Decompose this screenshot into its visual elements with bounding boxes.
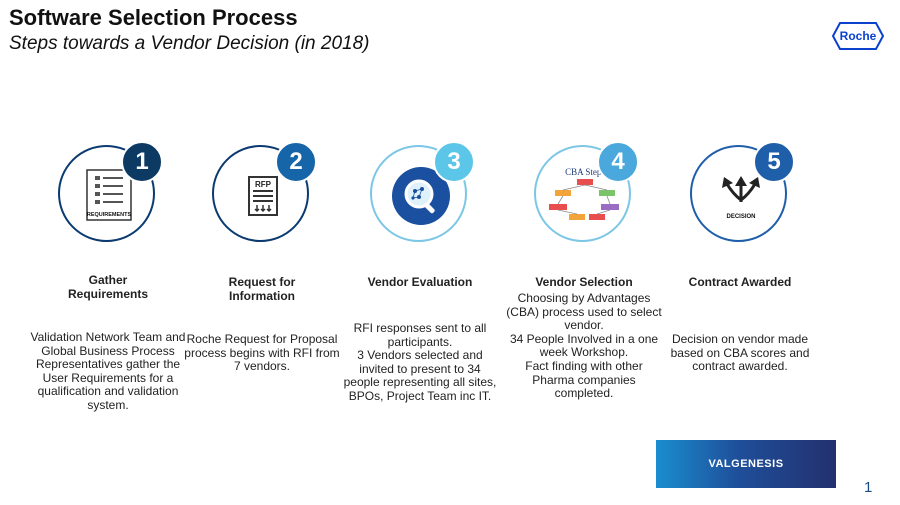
step-5-title: Contract Awarded bbox=[688, 275, 792, 289]
step-3-title: Vendor Evaluation bbox=[367, 275, 473, 289]
step-2-description: Roche Request for Proposal process begin… bbox=[184, 332, 340, 374]
magnifier-evaluation-icon bbox=[372, 147, 469, 244]
rfp-label: RFP bbox=[255, 180, 272, 189]
step-1-description: Validation Network Team and Global Busin… bbox=[30, 330, 186, 412]
rfp-document-icon: RFP bbox=[214, 147, 311, 244]
step-1-badge: 1 bbox=[121, 141, 163, 183]
step-4-title: Vendor Selection bbox=[535, 275, 633, 289]
requirements-document-icon: REQUIREMENTS bbox=[60, 147, 157, 244]
decision-arrows-icon: DECISION bbox=[692, 147, 789, 244]
page-title: Software Selection Process bbox=[9, 5, 298, 30]
valgenesis-logo: VALGENESIS bbox=[656, 440, 836, 488]
step-3-description: RFI responses sent to all participants. … bbox=[343, 321, 497, 403]
cba-steps-label: CBA Steps bbox=[565, 167, 605, 177]
decision-label: DECISION bbox=[726, 214, 755, 220]
roche-logo: Roche bbox=[832, 22, 884, 50]
step-1-circle: REQUIREMENTS bbox=[58, 145, 155, 242]
step-5-badge: 5 bbox=[753, 141, 795, 183]
step-5-description: Decision on vendor made based on CBA sco… bbox=[670, 332, 810, 374]
step-2-title: Request for Information bbox=[228, 275, 296, 303]
roche-logo-text: Roche bbox=[840, 29, 877, 43]
step-2-circle: RFP bbox=[212, 145, 309, 242]
cba-steps-diagram-icon: CBA Steps bbox=[536, 147, 633, 244]
step-2-badge: 2 bbox=[275, 141, 317, 183]
requirements-label: REQUIREMENTS bbox=[86, 212, 131, 218]
page-subtitle: Steps towards a Vendor Decision (in 2018… bbox=[9, 33, 370, 54]
step-3-badge: 3 bbox=[433, 141, 475, 183]
step-1-title: Gather Requirements bbox=[67, 273, 149, 301]
step-4-badge: 4 bbox=[597, 141, 639, 183]
step-4-description: Choosing by Advantages (CBA) process use… bbox=[506, 291, 662, 401]
page-number: 1 bbox=[864, 479, 873, 496]
